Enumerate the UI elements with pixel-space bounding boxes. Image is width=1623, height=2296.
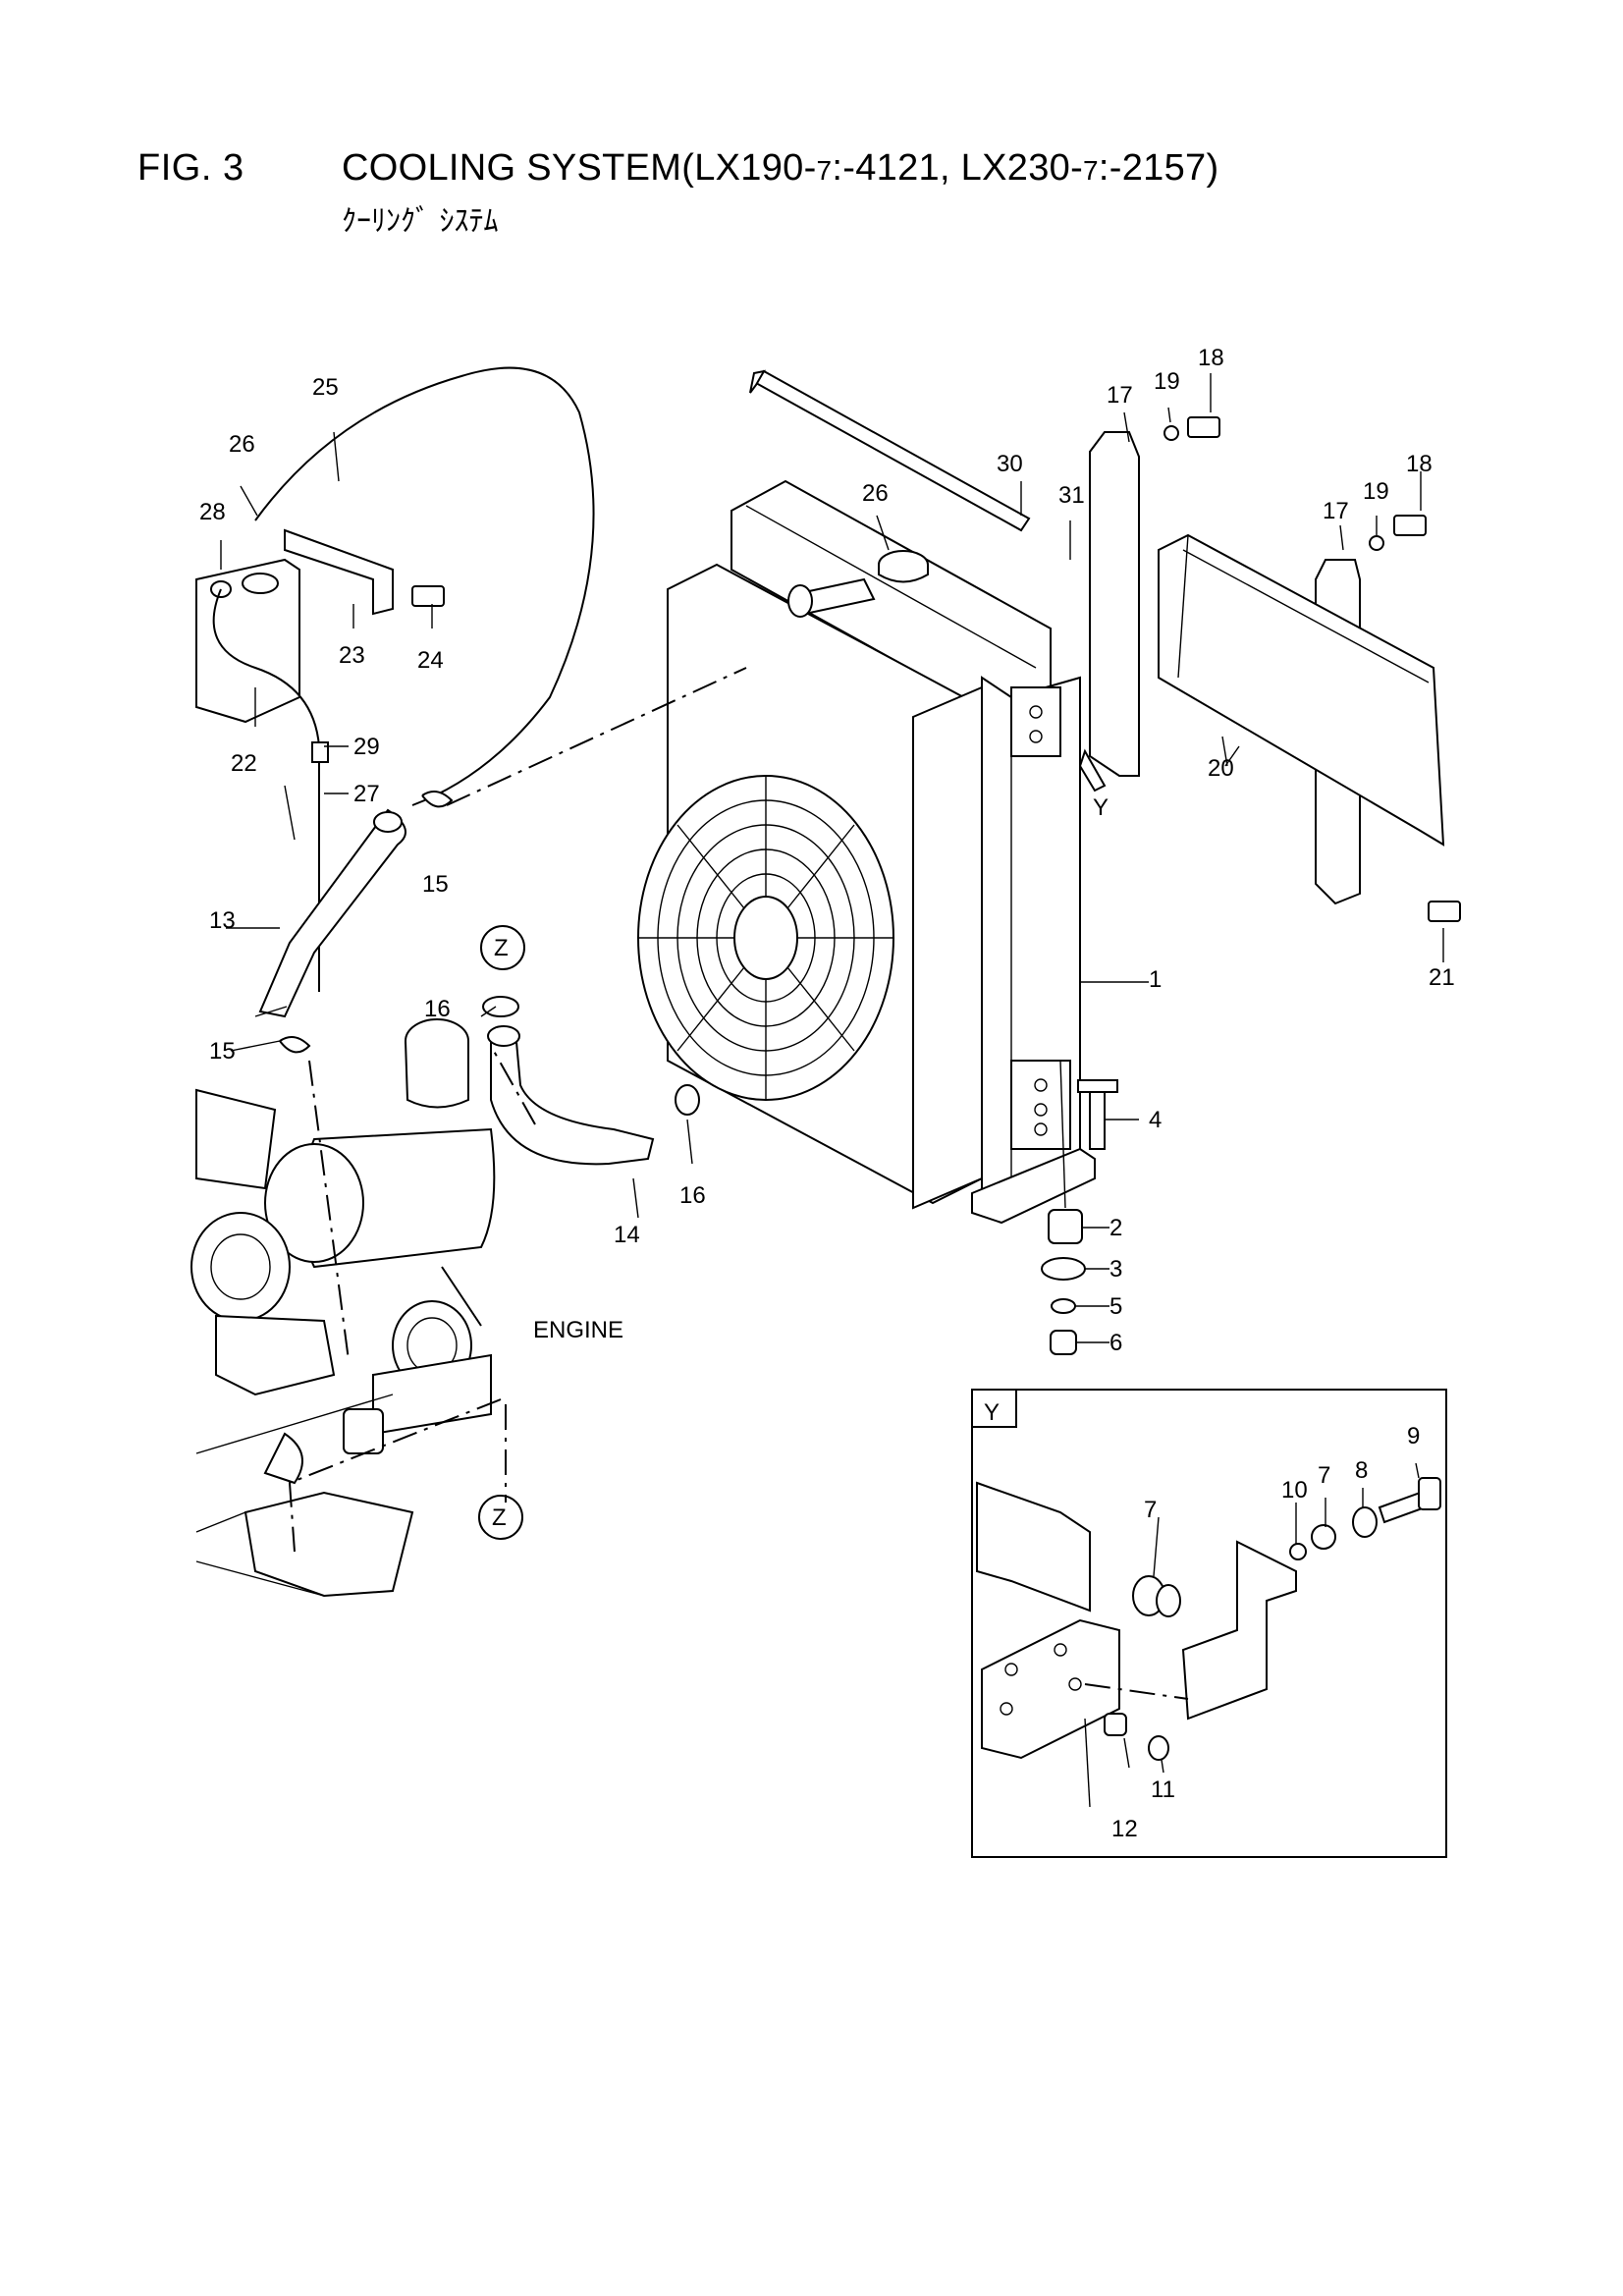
callout-5: 5: [1109, 1293, 1122, 1320]
callout-31: 31: [1058, 482, 1085, 509]
callout-18a: 18: [1198, 345, 1224, 371]
callout-10: 10: [1281, 1477, 1308, 1503]
view-z-label-top: Z: [494, 935, 509, 961]
callout-16a: 16: [424, 996, 451, 1022]
callout-28: 28: [199, 499, 226, 525]
callout-1: 1: [1149, 966, 1162, 993]
arrow-y-label: Y: [1093, 794, 1109, 821]
callout-21: 21: [1429, 964, 1455, 991]
figure-subtitle: ｸｰﾘﾝｸﾞ ｼｽﾃﾑ: [342, 204, 499, 239]
callout-15b: 15: [209, 1038, 236, 1065]
callout-6: 6: [1109, 1330, 1122, 1356]
figure-number: FIG. 3: [137, 147, 244, 189]
callout-14: 14: [614, 1222, 640, 1248]
callout-26a: 26: [229, 431, 255, 458]
radiator-assembly: [637, 369, 1096, 1225]
callout-18b: 18: [1406, 451, 1433, 477]
callout-4: 4: [1149, 1107, 1162, 1133]
reservoir-tank: [195, 366, 595, 992]
callout-26b: 26: [862, 480, 889, 507]
section-z-marks: [478, 925, 525, 1540]
callout-7b: 7: [1318, 1462, 1330, 1489]
callout-20: 20: [1208, 755, 1234, 782]
callout-9: 9: [1407, 1423, 1420, 1449]
callout-2: 2: [1109, 1215, 1122, 1241]
callout-7a: 7: [1144, 1497, 1157, 1523]
callout-27: 27: [353, 781, 380, 807]
engine-label: ENGINE: [533, 1317, 623, 1343]
callout-19a: 19: [1154, 368, 1180, 395]
callout-22: 22: [231, 750, 257, 777]
callout-15a: 15: [422, 871, 449, 898]
callout-labels: 1 2 3 4 5 6 7 7 8 9 10 11 12 13 14 15 15…: [199, 345, 1455, 1842]
callout-30: 30: [997, 451, 1023, 477]
callout-19b: 19: [1363, 478, 1389, 505]
callout-17b: 17: [1323, 498, 1349, 524]
callout-17a: 17: [1107, 382, 1133, 409]
shroud-panels: [1078, 416, 1461, 922]
callout-11: 11: [1151, 1777, 1175, 1803]
callout-29: 29: [353, 734, 380, 760]
callout-25: 25: [312, 374, 339, 401]
callout-leaders: [220, 373, 1444, 1774]
callout-13: 13: [209, 907, 236, 934]
callout-3: 3: [1109, 1256, 1122, 1283]
figure-title: COOLING SYSTEM(LX190-7:-4121, LX230-7:-2…: [342, 147, 1219, 189]
engine: [190, 1018, 496, 1598]
callout-24: 24: [417, 647, 444, 674]
mount-hardware-stack: [1041, 1079, 1118, 1355]
view-z-label-bottom: Z: [492, 1504, 507, 1531]
hoses: [258, 791, 700, 1166]
callout-16b: 16: [679, 1182, 706, 1209]
detail-view-y: [971, 1389, 1447, 1858]
dash-centerlines: [288, 667, 1066, 1553]
callout-8: 8: [1355, 1457, 1368, 1484]
view-y-label: Y: [984, 1399, 1000, 1426]
callout-23: 23: [339, 642, 365, 669]
callout-12: 12: [1111, 1816, 1138, 1842]
